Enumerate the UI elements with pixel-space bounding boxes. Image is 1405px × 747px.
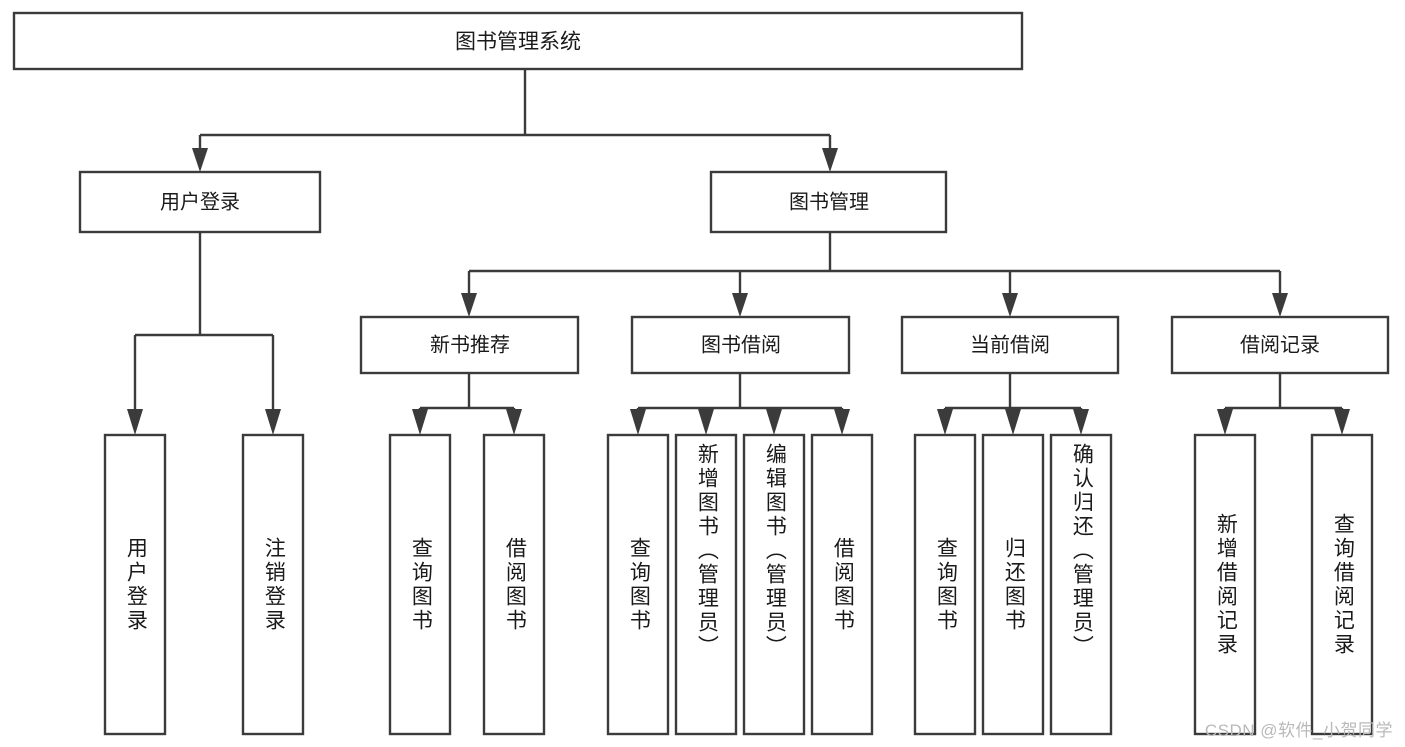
watermark-text: CSDN @软件_小贺同学 xyxy=(1204,721,1393,740)
leaf-box-query-borrow-record[interactable] xyxy=(1310,433,1374,736)
connector-book-management-to-categories xyxy=(461,232,1288,317)
node-current-borrow[interactable]: 当前借阅 xyxy=(900,315,1120,375)
connector-new-book-recommend-to-leaves xyxy=(412,373,522,435)
connector-root-to-level1 xyxy=(192,69,838,172)
node-label-root-system: 图书管理系统 xyxy=(455,31,581,54)
node-root-system[interactable]: 图书管理系统 xyxy=(12,11,1024,71)
arrow-head-icon xyxy=(630,409,646,435)
leaf-box-user-login[interactable] xyxy=(103,433,167,736)
arrow-head-icon xyxy=(265,409,281,435)
arrow-head-icon xyxy=(937,409,953,435)
node-label-borrow-record: 借阅记录 xyxy=(1240,333,1320,356)
arrow-head-icon xyxy=(698,409,714,435)
node-box-shape xyxy=(12,11,1024,71)
arrow-head-icon xyxy=(1002,293,1018,317)
node-label-user-login: 用户登录 xyxy=(160,190,240,213)
leaf-boxes-group xyxy=(103,433,1374,736)
leaf-box-borrow-book-1[interactable] xyxy=(482,433,546,736)
node-box-shape xyxy=(1170,315,1390,375)
leaf-box-add-borrow-record[interactable] xyxy=(1193,433,1257,736)
connector-borrow-record-to-leaves xyxy=(1217,373,1350,435)
node-box-shape xyxy=(359,315,580,375)
node-box-shape xyxy=(78,170,322,234)
arrow-head-icon xyxy=(1272,293,1288,317)
leaf-box-confirm-return-admin[interactable] xyxy=(1049,433,1113,736)
arrow-head-icon xyxy=(1334,409,1350,435)
arrow-head-icon xyxy=(192,148,208,172)
node-label-book-management: 图书管理 xyxy=(789,190,869,213)
arrow-head-icon xyxy=(732,293,748,317)
node-user-login[interactable]: 用户登录 xyxy=(78,170,322,234)
leaf-box-user-logout[interactable] xyxy=(241,433,305,736)
arrow-head-icon xyxy=(412,409,428,435)
arrow-head-icon xyxy=(822,148,838,172)
arrow-head-icon xyxy=(461,293,477,317)
node-box-shape xyxy=(709,170,948,234)
node-book-borrow[interactable]: 图书借阅 xyxy=(630,315,851,375)
connector-user-login-to-leaves xyxy=(127,232,281,435)
arrow-head-icon xyxy=(1073,409,1089,435)
leaf-box-add-book-admin[interactable] xyxy=(674,433,738,736)
arrow-head-icon xyxy=(766,409,782,435)
leaf-box-query-book-2[interactable] xyxy=(606,433,670,736)
node-borrow-record[interactable]: 借阅记录 xyxy=(1170,315,1390,375)
leaf-box-query-book-3[interactable] xyxy=(913,433,977,736)
node-new-book-recommend[interactable]: 新书推荐 xyxy=(359,315,580,375)
node-box-shape xyxy=(630,315,851,375)
leaf-box-borrow-book-2[interactable] xyxy=(810,433,874,736)
arrow-head-icon xyxy=(1217,409,1233,435)
connector-current-borrow-to-leaves xyxy=(937,373,1089,435)
arrow-head-icon xyxy=(834,409,850,435)
node-label-new-book-recommend: 新书推荐 xyxy=(430,333,510,356)
node-book-management[interactable]: 图书管理 xyxy=(709,170,948,234)
leaf-box-edit-book-admin[interactable] xyxy=(742,433,806,736)
arrow-head-icon xyxy=(127,409,143,435)
leaf-box-return-book[interactable] xyxy=(981,433,1045,736)
node-label-book-borrow: 图书借阅 xyxy=(701,333,781,356)
connector-book-borrow-to-leaves xyxy=(630,373,850,435)
arrow-head-icon xyxy=(1005,409,1021,435)
node-box-shape xyxy=(900,315,1120,375)
arrow-head-icon xyxy=(506,409,522,435)
node-label-current-borrow: 当前借阅 xyxy=(970,333,1050,356)
leaf-box-query-book-1[interactable] xyxy=(388,433,452,736)
